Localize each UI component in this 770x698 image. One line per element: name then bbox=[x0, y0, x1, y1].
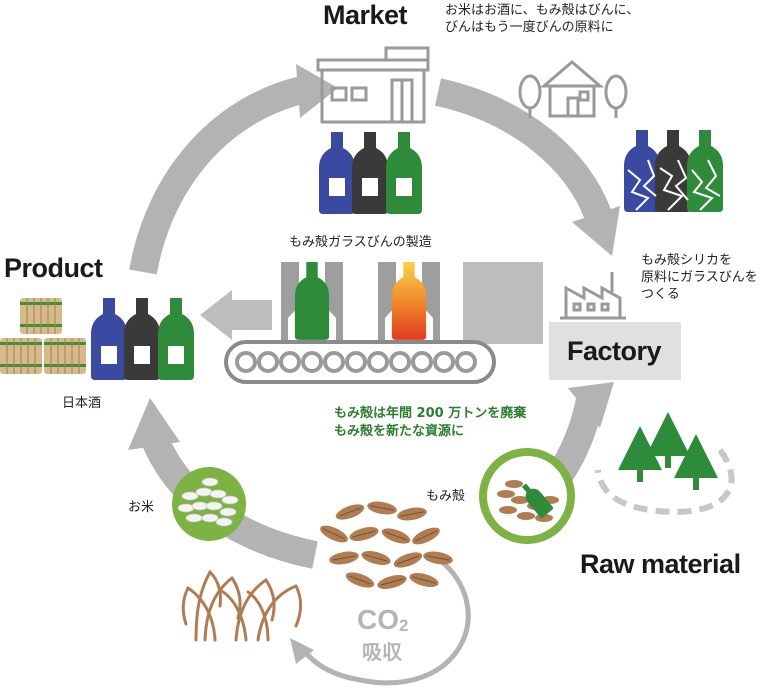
husk-waste-note: もみ殻は年間 200 万トンを廃棄 もみ殻を新たな資源に bbox=[334, 405, 526, 441]
hot-bottle-production bbox=[391, 262, 427, 340]
sake-barrels-icon bbox=[0, 297, 87, 375]
rice-caption: お米 bbox=[128, 500, 155, 515]
husk-caption: もみ殻 bbox=[426, 489, 466, 504]
product-label: Product bbox=[4, 253, 103, 283]
co2-absorption-arrow bbox=[290, 558, 471, 686]
forest-icon bbox=[595, 412, 735, 515]
cycle-arrow-market-to-factory bbox=[434, 78, 620, 256]
husk-circle-icon bbox=[479, 448, 575, 544]
husk-waste-line1: もみ殻は年間 200 万トンを廃棄 bbox=[334, 406, 527, 421]
factory-icon bbox=[560, 272, 626, 320]
manufacturing-caption: もみ殻ガラスびんの製造 bbox=[289, 235, 432, 250]
co2-subscript: 2 bbox=[399, 616, 409, 635]
factory-note: もみ殻シリカを 原料にガラスびんを つくる bbox=[641, 252, 758, 303]
sake-caption: 日本酒 bbox=[62, 396, 102, 411]
factory-label: Factory bbox=[567, 336, 662, 366]
product-bottles bbox=[91, 298, 194, 380]
co2-main: CO bbox=[357, 604, 399, 635]
rice-circle-icon bbox=[172, 467, 246, 541]
market-building-icon bbox=[316, 46, 430, 124]
arrow-line-to-product bbox=[200, 290, 272, 340]
co2-label: CO2 bbox=[357, 604, 408, 636]
factory-note-line2: 原料にガラスびんを bbox=[641, 270, 758, 285]
crushed-bottles-icon bbox=[624, 130, 723, 212]
factory-note-line3: つくる bbox=[641, 287, 680, 302]
market-note-line1: お米はお酒に、もみ殻はびんに、 bbox=[445, 3, 640, 18]
conveyor-belt bbox=[224, 340, 496, 384]
green-bottle-production bbox=[294, 262, 330, 340]
cycle-arrow-product-to-market bbox=[129, 64, 338, 275]
market-note-line2: びんはもう一度びんの原料に bbox=[445, 20, 614, 35]
husk-waste-line2: もみ殻を新たな資源に bbox=[334, 424, 465, 439]
market-bottles bbox=[319, 132, 422, 214]
factory-note-line1: もみ殻シリカを bbox=[641, 253, 733, 268]
market-label: Market bbox=[323, 0, 408, 30]
glass-machine bbox=[281, 262, 543, 344]
rice-plant-icon bbox=[181, 570, 302, 642]
factory-box bbox=[549, 322, 681, 380]
rice-husk-pile bbox=[317, 498, 455, 593]
co2-absorb-label: 吸収 bbox=[362, 640, 402, 664]
house-icon bbox=[518, 60, 628, 118]
market-note: お米はお酒に、もみ殻はびんに、 びんはもう一度びんの原料に bbox=[445, 2, 639, 36]
raw-material-label: Raw material bbox=[580, 549, 741, 579]
